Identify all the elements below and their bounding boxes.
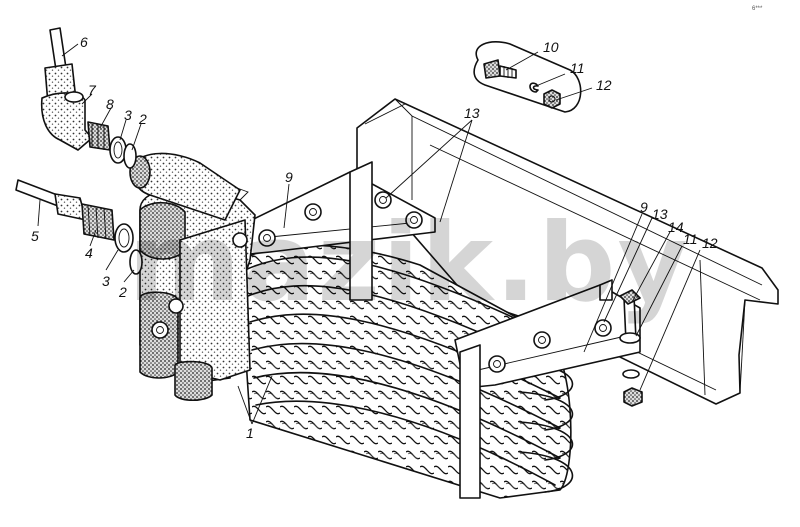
callout-4: 4	[85, 245, 93, 261]
callout-2-upper: 2	[138, 111, 147, 127]
callout-14: 14	[668, 219, 684, 235]
callout-2-lower: 2	[118, 284, 127, 300]
manifold-housing	[139, 179, 256, 402]
callout-8: 8	[106, 96, 114, 112]
bolt-10	[483, 59, 517, 79]
washer-11	[529, 82, 539, 93]
callout-9-upper: 9	[285, 169, 293, 185]
callout-1: 1	[246, 425, 254, 441]
lower-fitting-chain	[15, 179, 143, 275]
callout-3-upper: 3	[124, 107, 132, 123]
upper-bracket	[224, 161, 436, 301]
callout-5: 5	[31, 228, 39, 244]
hardware-inset	[473, 41, 582, 113]
nut-12	[543, 89, 561, 109]
upper-fitting-chain	[40, 27, 137, 169]
bolt-head	[258, 191, 423, 247]
callout-13-upper: 13	[464, 105, 480, 121]
callout-3-lower: 3	[102, 273, 110, 289]
corner-mark: 6***	[752, 6, 763, 12]
upper-pipe-stub	[129, 152, 241, 221]
callout-11-upper: 11	[570, 60, 585, 76]
callout-12-upper: 12	[596, 77, 612, 93]
callout-9-lower: 9	[640, 199, 648, 215]
leader-lines	[37, 43, 701, 425]
callout-13-lower: 13	[652, 206, 668, 222]
watermark: mazik.by	[128, 201, 690, 326]
lower-bracket	[454, 279, 641, 499]
loose-hardware	[619, 289, 643, 407]
callout-11-lower: 11	[683, 231, 698, 247]
callout-6: 6	[80, 34, 88, 50]
callout-12-lower: 12	[702, 235, 718, 251]
callout-7: 7	[88, 82, 97, 98]
callout-10: 10	[543, 39, 559, 55]
callouts: 6 7 8 3 2 5 4 3 2 1 9 13 10 11 12 9 13 1…	[31, 34, 718, 441]
